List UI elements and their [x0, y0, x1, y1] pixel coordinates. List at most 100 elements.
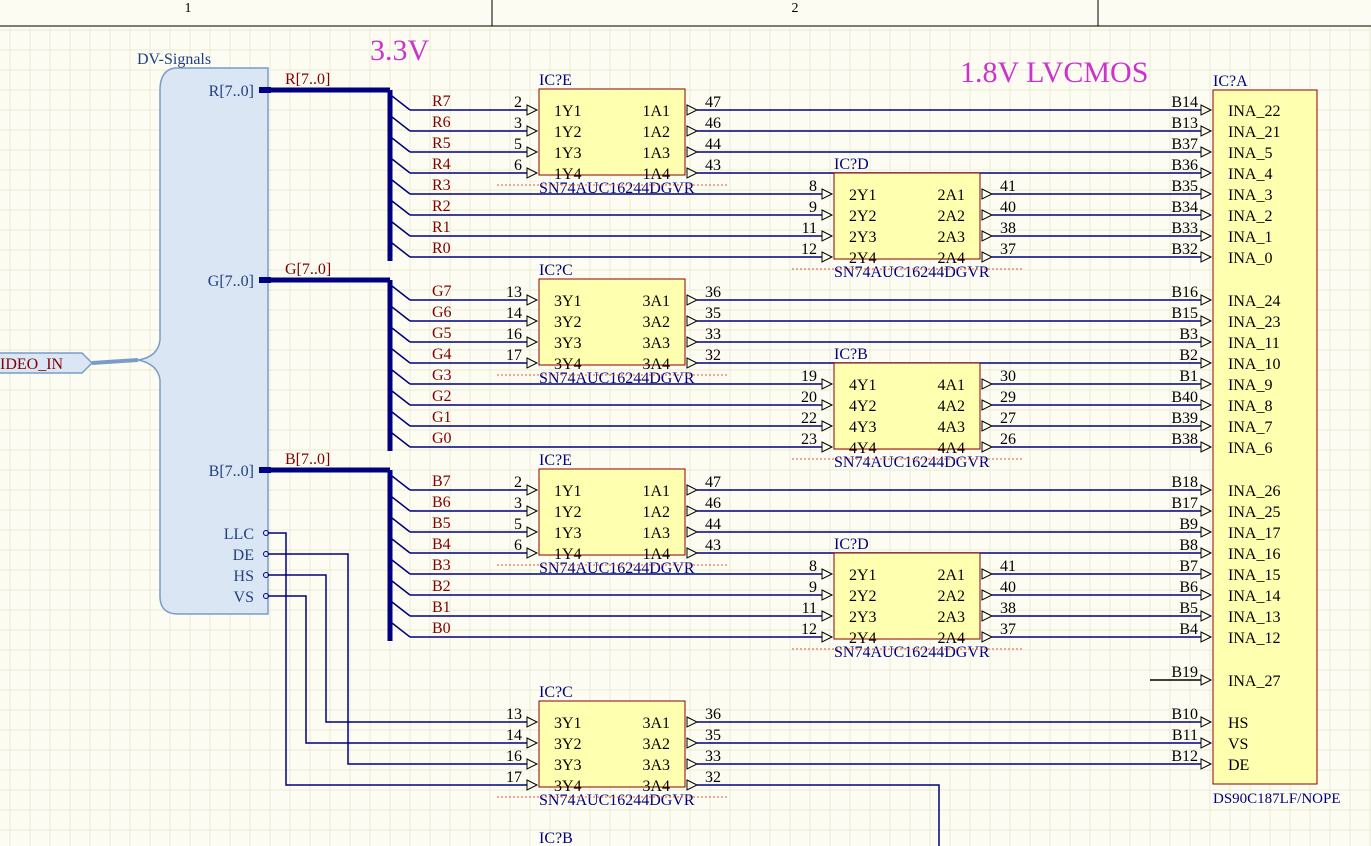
pin-out-4-2: 1A3	[642, 525, 670, 542]
pin-num-out-1-0: 41	[1000, 178, 1016, 195]
sync-wire-2	[268, 574, 527, 723]
harness-port[interactable]: IDEO_IN	[0, 352, 139, 374]
pin-out-2-3: 3A4	[642, 356, 670, 373]
serializer-pin-20: INA_15	[1228, 567, 1280, 584]
voltage-3v3-label: 3.3V	[370, 34, 430, 67]
buffer-ic-0[interactable]	[538, 88, 686, 176]
pin-num-in-4-0: 2	[514, 474, 522, 491]
buffer-ref-1: IC?D	[834, 156, 869, 173]
serializer-pin-num-20: B7	[1179, 558, 1198, 575]
bus-entry-B2	[391, 580, 411, 596]
pin-in-4-0: 1Y1	[554, 483, 582, 500]
bus-entry-R4	[391, 158, 411, 174]
net-label-G2: G2	[432, 388, 452, 405]
pin-out-3-3: 4A4	[937, 440, 965, 457]
pin-num-out-0-0: 47	[705, 94, 721, 111]
pin-num-out-0-3: 43	[705, 157, 721, 174]
serializer-pin-27: DE	[1228, 757, 1249, 774]
pin-num-in-1-0: 8	[809, 178, 817, 195]
pin-out-5-0: 2A1	[937, 567, 965, 584]
pin-num-in-3-0: 19	[801, 368, 817, 385]
serializer-pin-17: INA_25	[1228, 504, 1280, 521]
buffer-ic-6[interactable]	[538, 700, 686, 788]
bus-entry-B1	[391, 601, 411, 617]
serializer-pin-14: INA_7	[1228, 419, 1272, 436]
buffer-part-5: SN74AUC16244DGVR	[834, 644, 990, 661]
pin-in-0-1: 1Y2	[554, 124, 582, 141]
pin-num-out-3-3: 26	[1000, 431, 1016, 448]
pin-in-5-0: 2Y1	[849, 567, 877, 584]
serializer-pin-num-6: B33	[1171, 220, 1198, 237]
net-label-G5: G5	[432, 325, 452, 342]
net-label-G1: G1	[432, 409, 452, 426]
serializer-pin-num-25: B10	[1171, 706, 1198, 723]
pin-in-6-2: 3Y3	[554, 757, 582, 774]
pin-in-2-1: 3Y2	[554, 314, 582, 331]
net-label-R6: R6	[432, 114, 451, 131]
harness-entry-2: B[7..0]	[209, 463, 254, 480]
bus-entry-G2	[391, 390, 411, 406]
serializer-ic[interactable]	[1212, 89, 1318, 785]
pin-num-out-2-3: 32	[705, 347, 721, 364]
serializer-pin-num-18: B9	[1179, 516, 1198, 533]
bus-label-G: G[7..0]	[285, 261, 331, 278]
net-label-G4: G4	[432, 346, 452, 363]
bus-entry-G1	[391, 411, 411, 427]
net-label-B1: B1	[432, 599, 451, 616]
bus-entry-G5	[391, 327, 411, 343]
serializer-pin-7: INA_0	[1228, 250, 1272, 267]
buffer-ic-5[interactable]	[833, 552, 981, 640]
buffer-part-0: SN74AUC16244DGVR	[539, 180, 695, 197]
bus-entry-2	[259, 467, 271, 473]
pin-in-4-1: 1Y2	[554, 504, 582, 521]
pin-in-1-1: 2Y2	[849, 208, 877, 225]
net-label-B3: B3	[432, 557, 451, 574]
pin-num-in-3-2: 22	[801, 410, 817, 427]
bottom-ref: IC?B	[539, 830, 573, 846]
pin-out-0-2: 1A3	[642, 145, 670, 162]
buffer-ic-2[interactable]	[538, 278, 686, 366]
pin-num-in-1-3: 12	[801, 241, 817, 258]
pin-out-6-0: 3A1	[642, 715, 670, 732]
harness-entry-1: G[7..0]	[208, 273, 254, 290]
serializer-pin-3: INA_4	[1228, 166, 1272, 183]
serializer-pin-num-2: B37	[1171, 136, 1198, 153]
net-label-R3: R3	[432, 177, 451, 194]
serializer-pin-4: INA_3	[1228, 187, 1272, 204]
buffer-ref-4: IC?E	[539, 452, 572, 469]
pin-in-6-0: 3Y1	[554, 715, 582, 732]
pin-in-6-3: 3Y4	[554, 778, 582, 795]
serializer-pin-num-5: B34	[1171, 199, 1198, 216]
pin-in-3-3: 4Y4	[849, 440, 877, 457]
buffer-ic-3[interactable]	[833, 362, 981, 450]
bus-entry-G7	[391, 285, 411, 301]
pin-out-6-3: 3A4	[642, 778, 670, 795]
bus-entry-R6	[391, 116, 411, 132]
serializer-pin-num-7: B32	[1171, 241, 1198, 258]
pin-num-in-6-3: 17	[506, 769, 522, 786]
serializer-pin-num-15: B38	[1171, 431, 1198, 448]
pin-num-out-3-1: 29	[1000, 389, 1016, 406]
serializer-pin-num-9: B15	[1171, 305, 1198, 322]
net-label-G7: G7	[432, 283, 452, 300]
buffer-ic-4[interactable]	[538, 468, 686, 556]
serializer-pin-8: INA_24	[1228, 293, 1280, 310]
harness-connector[interactable]: DV-Signals	[137, 51, 269, 615]
pin-num-in-6-0: 13	[506, 706, 522, 723]
ruler-col-1: 1	[185, 1, 192, 16]
pin-in-3-0: 4Y1	[849, 377, 877, 394]
pin-in-1-2: 2Y3	[849, 229, 877, 246]
harness-port-label: IDEO_IN	[0, 356, 64, 373]
pin-num-in-4-1: 3	[514, 495, 522, 512]
net-label-R7: R7	[432, 93, 451, 110]
net-label-B0: B0	[432, 620, 451, 637]
pin-num-in-5-2: 11	[802, 600, 817, 617]
pin-in-4-3: 1Y4	[554, 546, 582, 563]
voltage-1v8-label: 1.8V LVCMOS	[960, 56, 1148, 89]
buffer-ref-0: IC?E	[539, 72, 572, 89]
pin-out-1-0: 2A1	[937, 187, 965, 204]
serializer-pin-num-19: B8	[1179, 537, 1198, 554]
buffer-part-2: SN74AUC16244DGVR	[539, 370, 695, 387]
buffer-ic-1[interactable]	[833, 172, 981, 260]
pin-num-out-6-3: 32	[705, 769, 721, 786]
